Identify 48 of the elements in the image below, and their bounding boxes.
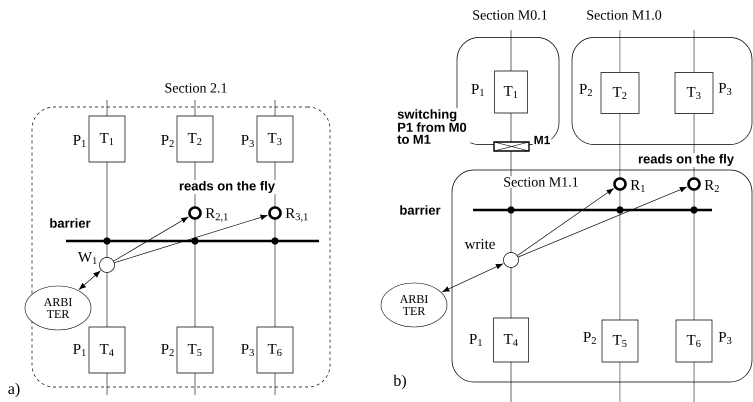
task-box: T$_{2}$ [176, 116, 214, 162]
process-label: P$_{3}$ [241, 344, 254, 356]
section-heading: Section M0.1 [471, 9, 549, 21]
process-label: R$_{3,1}$ [286, 208, 308, 222]
arrow [442, 264, 503, 292]
task-box: T$_{5}$ [176, 326, 214, 374]
task-box: T$_{3}$ [674, 72, 714, 114]
process-label: P$_{2}$ [579, 84, 592, 96]
process-label: P$_{1}$ [73, 344, 86, 356]
process-label: R$_{2,1}$ [206, 208, 228, 222]
task-box: T$_{4}$ [88, 326, 126, 374]
task-box: T$_{4}$ [493, 318, 529, 362]
process-label: P$_{2}$ [583, 332, 596, 344]
task-box: T$_{1}$ [494, 70, 528, 114]
task-box: T$_{6}$ [256, 326, 294, 374]
task-box: T$_{3}$ [256, 116, 294, 162]
process-label: R$_{2}$ [704, 180, 719, 192]
task-box: T$_{1}$ [88, 116, 126, 162]
annotation-label: reads on the fly [178, 180, 276, 194]
process-label: P$_{3}$ [718, 332, 732, 344]
panel-label: a) [6, 382, 22, 398]
arrow [114, 214, 268, 264]
section-heading: Section 2.1 [164, 82, 228, 94]
process-label: P$_{3}$ [718, 82, 732, 96]
process-label: P$_{2}$ [161, 135, 174, 147]
arrow [113, 216, 188, 262]
annotation-label: switching P1 from M0 to M1 [396, 108, 470, 145]
annotation-label: M1 [532, 134, 552, 146]
annotation-label: barrier [48, 217, 92, 229]
annotation-label: barrier [398, 204, 442, 216]
panel-label: b) [392, 374, 408, 390]
section-heading: Section M1.1 [502, 176, 580, 188]
arrow [517, 188, 614, 256]
process-label: W$_{1}$ [78, 252, 97, 264]
arrow [518, 186, 687, 258]
process-label: P$_{2}$ [161, 344, 174, 356]
process-label: R$_{1}$ [630, 180, 645, 192]
task-box: T$_{6}$ [676, 320, 712, 362]
arrow [78, 270, 100, 290]
annotation-label: reads on the fly [636, 152, 736, 168]
process-label: write [464, 238, 495, 250]
task-box: T$_{5}$ [602, 320, 638, 362]
task-box: T$_{2}$ [600, 72, 640, 114]
process-label: P$_{1}$ [471, 84, 484, 96]
process-label: P$_{1}$ [469, 334, 482, 346]
process-label: P$_{3}$ [241, 134, 254, 148]
section-heading: Section M1.0 [585, 9, 663, 21]
process-label: P$_{1}$ [73, 135, 86, 147]
